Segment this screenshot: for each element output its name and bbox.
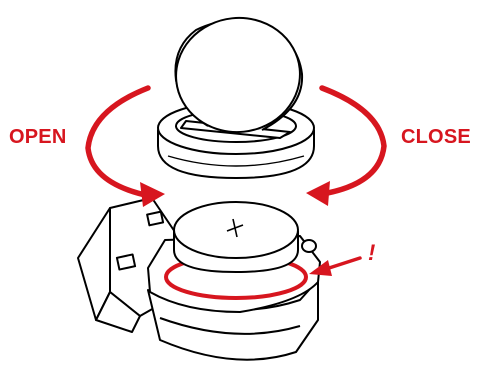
open-label: OPEN <box>9 126 67 148</box>
bracket-slot-lower <box>115 253 137 271</box>
coin-disc <box>175 16 301 134</box>
open-arrowhead-icon <box>140 182 165 207</box>
open-arrow <box>85 85 153 199</box>
warning-arrow <box>324 256 362 271</box>
housing-hole <box>301 239 317 253</box>
close-label: CLOSE <box>401 126 471 148</box>
bracket-slot-upper <box>146 210 165 227</box>
housing-seam <box>159 317 301 335</box>
bracket-bottom <box>95 291 141 333</box>
close-arrow <box>319 85 387 197</box>
close-arrowhead-icon <box>306 181 330 206</box>
cover-ridge <box>167 155 305 167</box>
coin-cell-battery <box>173 201 299 274</box>
plus-sign <box>226 218 244 238</box>
battery-cover <box>157 16 315 179</box>
warning-arrowhead-icon <box>309 260 332 276</box>
warning-mark: ! <box>368 240 376 265</box>
